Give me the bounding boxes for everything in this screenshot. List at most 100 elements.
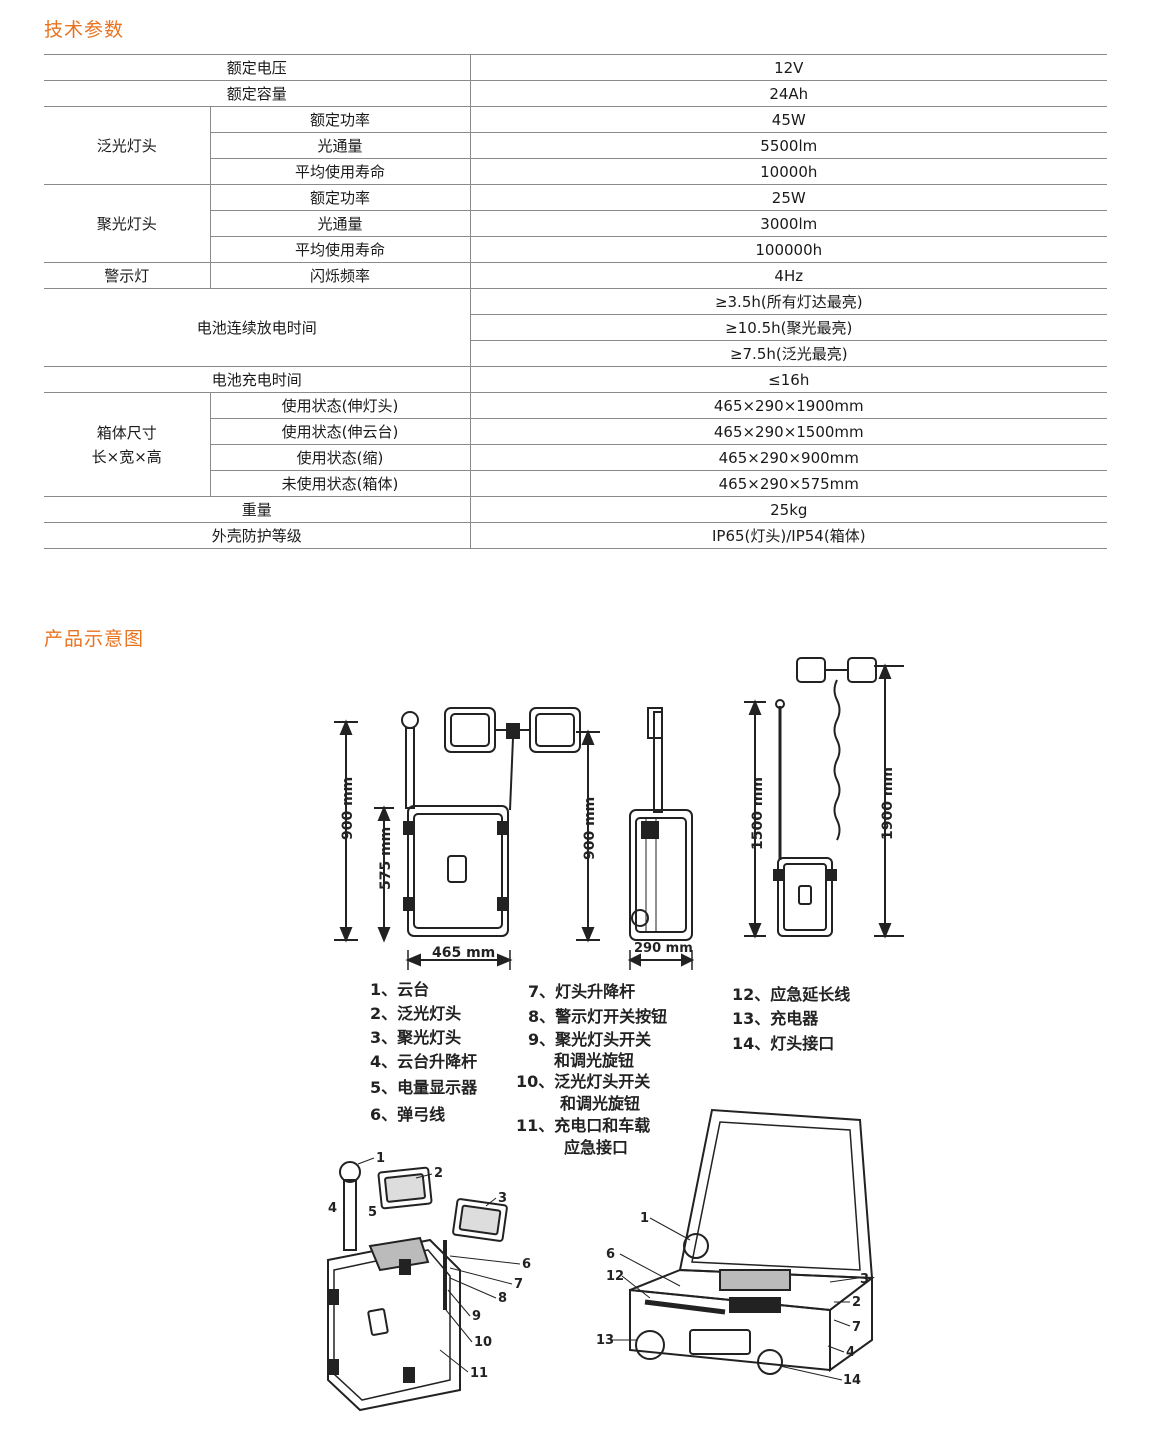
spec-group: 泛光灯头 (44, 106, 210, 185)
table-row: 外壳防护等级 IP65(灯头)/IP54(箱体) (44, 522, 1107, 549)
spec-value: 465×290×575mm (469, 470, 1107, 497)
spec-section-title: 技术参数 (44, 19, 125, 41)
spec-value: 465×290×900mm (469, 444, 1107, 471)
legend: 1、云台 2、泛光灯头 3、聚光灯头 4、云台升降杆 5、电量显示器 6、弹弓线… (370, 980, 850, 1157)
spec-value: ≥10.5h(聚光最亮) (469, 314, 1107, 341)
dim-290-label: 290 mm (634, 941, 693, 956)
callout-number: 12 (606, 1269, 624, 1284)
spec-value: 24Ah (469, 80, 1107, 107)
dim-900-label: 900 mm (340, 777, 356, 840)
spec-value: 465×290×1500mm (469, 418, 1107, 445)
callout-number: 13 (596, 1333, 614, 1348)
table-row: 平均使用寿命 100000h (44, 236, 1107, 263)
extended-view-drawing (744, 657, 904, 939)
dim-1900-label: 1900 mm (880, 767, 896, 840)
callout-number: 7 (514, 1277, 523, 1292)
spec-value: 465×290×1900mm (469, 392, 1107, 419)
product-diagram: 900 mm 575 mm 465 mm 900 mm 290 mm (300, 650, 920, 1430)
dim-465-label: 465 mm (432, 945, 495, 961)
spec-label: 额定功率 (209, 184, 471, 211)
legend-item: 6、弹弓线 (370, 1105, 445, 1124)
spec-group: 箱体尺寸 长×宽×高 (44, 392, 210, 497)
spec-value: 25kg (469, 496, 1107, 523)
spec-label: 电池充电时间 (44, 366, 471, 393)
dim-1500-label: 1500 mm (750, 777, 766, 850)
product-diagram-drawing: 900 mm 575 mm 465 mm 900 mm 290 mm (327, 657, 904, 1412)
side-view-drawing (627, 707, 695, 970)
table-row: 箱体尺寸 长×宽×高 使用状态(伸灯头) 465×290×1900mm (44, 392, 1107, 497)
legend-item: 3、聚光灯头 (370, 1028, 461, 1047)
spec-value: IP65(灯头)/IP54(箱体) (469, 522, 1107, 549)
legend-item: 14、灯头接口 (732, 1034, 834, 1053)
spec-value: ≤16h (469, 366, 1107, 393)
legend-item: 1、云台 (370, 980, 429, 999)
callout-number: 11 (470, 1366, 488, 1381)
callout-number: 5 (368, 1205, 377, 1220)
callout-number: 4 (846, 1345, 855, 1360)
assembled-unit-drawing (327, 1161, 508, 1412)
callout-number: 2 (434, 1166, 443, 1181)
open-case-drawing (629, 1108, 875, 1375)
spec-label: 光通量 (209, 132, 471, 159)
table-row: 额定电压 12V (44, 54, 1107, 81)
spec-label: 未使用状态(箱体) (209, 470, 471, 497)
legend-item: 和调光旋钮 (554, 1051, 634, 1070)
dim-575-label: 575 mm (378, 827, 394, 890)
legend-item: 应急接口 (564, 1138, 628, 1157)
table-row: 未使用状态(箱体) 465×290×575mm (44, 470, 1107, 497)
callout-number: 6 (522, 1257, 531, 1272)
spec-value: ≥3.5h(所有灯达最亮) (469, 288, 1107, 315)
legend-item: 8、警示灯开关按钮 (528, 1007, 667, 1026)
legend-item: 13、充电器 (732, 1009, 819, 1028)
table-row: 重量 25kg (44, 496, 1107, 523)
spec-group-line: 长×宽×高 (91, 447, 162, 466)
spec-value: 3000lm (469, 210, 1107, 237)
diagram-section-title: 产品示意图 (44, 628, 145, 650)
spec-value: 5500lm (469, 132, 1107, 159)
callout-number: 7 (852, 1320, 861, 1335)
spec-label: 平均使用寿命 (209, 236, 471, 263)
callout-number: 2 (852, 1295, 861, 1310)
spec-value: 4Hz (469, 262, 1107, 289)
spec-label: 电池连续放电时间 (44, 288, 471, 367)
spec-label: 重量 (44, 496, 471, 523)
table-row: 电池充电时间 ≤16h (44, 366, 1107, 393)
table-row: 额定容量 24Ah (44, 80, 1107, 107)
spec-label: 使用状态(伸灯头) (209, 392, 471, 419)
front-view-drawing (334, 707, 600, 970)
callout-number: 8 (498, 1291, 507, 1306)
legend-item: 10、泛光灯头开关 (516, 1072, 650, 1091)
callout-number: 6 (606, 1247, 615, 1262)
spec-group: 警示灯 (44, 262, 210, 289)
spec-label: 平均使用寿命 (209, 158, 471, 185)
table-row: 光通量 5500lm (44, 132, 1107, 159)
callouts-right: 1 6 12 3 2 7 13 4 14 (596, 1211, 869, 1388)
spec-value: 25W (469, 184, 1107, 211)
spec-label: 闪烁频率 (209, 262, 471, 289)
spec-table: 额定电压 12V 额定容量 24Ah 泛光灯头 额定功率 45W 光通量 550… (44, 54, 1107, 549)
spec-label: 光通量 (209, 210, 471, 237)
table-row: ≥7.5h(泛光最亮) (44, 340, 1107, 367)
spec-label: 使用状态(伸云台) (209, 418, 471, 445)
legend-item: 4、云台升降杆 (370, 1052, 477, 1071)
table-row: 使用状态(缩) 465×290×900mm (44, 444, 1107, 471)
legend-item: 2、泛光灯头 (370, 1004, 461, 1023)
spec-value: 45W (469, 106, 1107, 133)
callout-number: 3 (498, 1191, 507, 1206)
legend-item: 9、聚光灯头开关 (528, 1030, 651, 1049)
callout-number: 10 (474, 1335, 492, 1350)
spec-group-line: 箱体尺寸 (96, 423, 157, 442)
callout-number: 3 (860, 1272, 869, 1287)
dim-900b-label: 900 mm (582, 797, 598, 860)
table-row: 使用状态(伸云台) 465×290×1500mm (44, 418, 1107, 445)
spec-label: 额定容量 (44, 80, 471, 107)
callout-number: 14 (843, 1373, 861, 1388)
callout-leaders-left (357, 1157, 521, 1373)
spec-group: 聚光灯头 (44, 184, 210, 263)
table-row: 泛光灯头 额定功率 45W (44, 106, 1107, 185)
callouts-left: 1 2 3 4 5 6 7 8 9 10 11 (328, 1151, 531, 1381)
table-row: 聚光灯头 额定功率 25W (44, 184, 1107, 263)
callout-number: 1 (640, 1211, 649, 1226)
table-row: 电池连续放电时间 ≥3.5h(所有灯达最亮) (44, 288, 1107, 367)
callout-number: 4 (328, 1201, 337, 1216)
